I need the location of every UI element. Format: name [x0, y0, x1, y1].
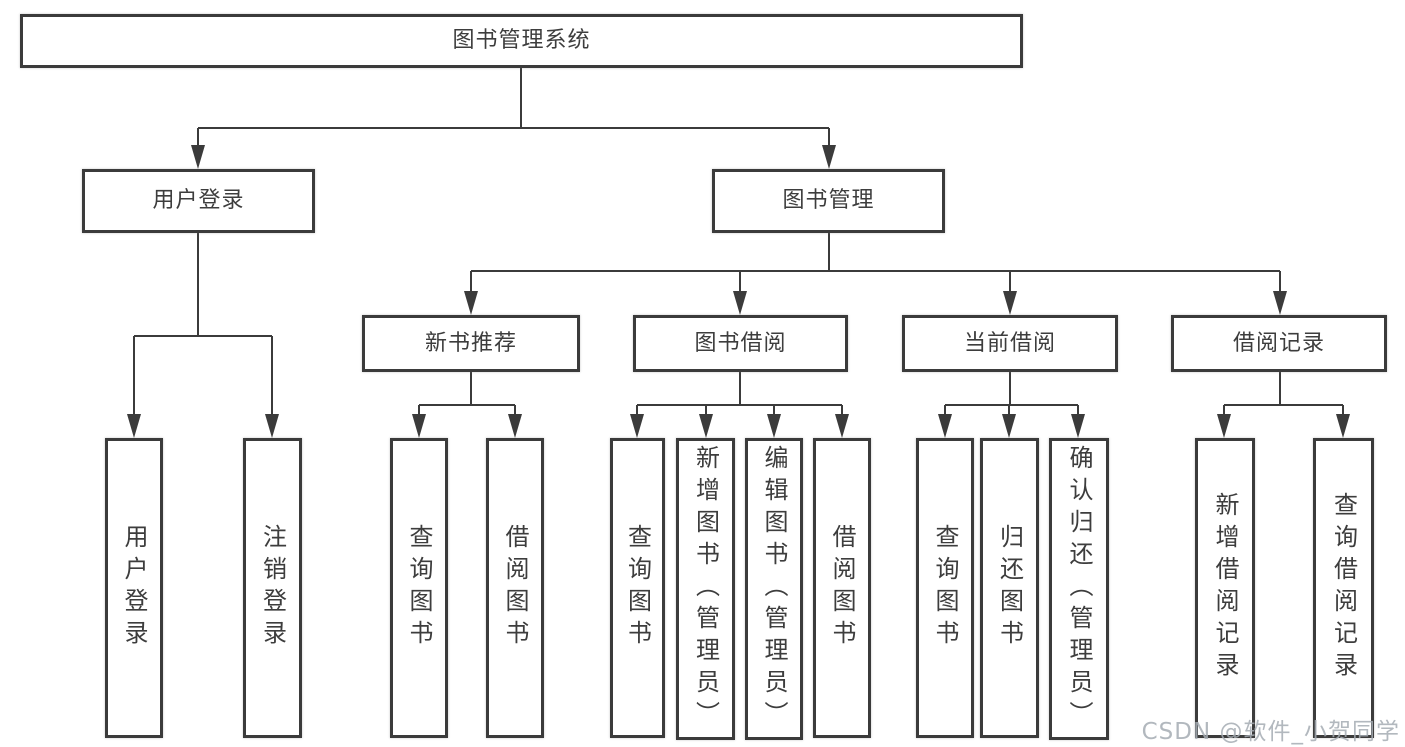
leaf-borrow-borrow-book-label: 借阅图书 [828, 524, 856, 652]
leaf-records-add-record-label: 新增借阅记录 [1211, 492, 1239, 684]
leaf-current-query-book: 查询图书 [916, 438, 974, 738]
leaf-recommend-query-book-label: 查询图书 [405, 524, 433, 652]
node-borrow-records: 借阅记录 [1171, 315, 1387, 372]
leaf-user-login: 用户登录 [105, 438, 163, 738]
leaf-borrow-query-book-label: 查询图书 [623, 524, 652, 652]
node-book-borrow-label: 图书借阅 [694, 330, 787, 356]
leaf-recommend-query-book: 查询图书 [390, 438, 448, 738]
leaf-borrow-add-book-admin-label: 新增图书（管理员） [691, 445, 720, 733]
node-root: 图书管理系统 [20, 14, 1023, 68]
node-current-borrow: 当前借阅 [902, 315, 1118, 372]
leaf-recommend-borrow-book: 借阅图书 [486, 438, 544, 738]
leaf-borrow-borrow-book: 借阅图书 [813, 438, 871, 738]
node-new-book-recommend-label: 新书推荐 [424, 330, 517, 356]
leaf-recommend-borrow-book-label: 借阅图书 [501, 524, 529, 652]
node-book-management: 图书管理 [712, 169, 945, 233]
leaf-borrow-edit-book-admin: 编辑图书（管理员） [745, 438, 803, 740]
leaf-current-return-book: 归还图书 [980, 438, 1039, 738]
leaf-borrow-add-book-admin: 新增图书（管理员） [676, 438, 735, 740]
leaf-records-query-record: 查询借阅记录 [1313, 438, 1374, 738]
arrowheads [127, 145, 1350, 438]
leaf-logout-label: 注销登录 [258, 524, 287, 652]
node-current-borrow-label: 当前借阅 [963, 330, 1056, 356]
leaf-user-login-label: 用户登录 [120, 524, 148, 652]
leaf-current-confirm-return-admin-label: 确认归还（管理员） [1065, 445, 1093, 733]
connector-paths [133, 68, 1344, 419]
node-borrow-records-label: 借阅记录 [1232, 330, 1325, 356]
node-user-login-label: 用户登录 [152, 188, 245, 213]
leaf-current-return-book-label: 归还图书 [995, 524, 1024, 652]
csdn-watermark: CSDN @软件_小贺同学 [1141, 719, 1400, 745]
leaf-borrow-query-book: 查询图书 [610, 438, 665, 738]
leaf-current-confirm-return-admin: 确认归还（管理员） [1049, 438, 1109, 740]
node-new-book-recommend: 新书推荐 [362, 315, 580, 372]
leaf-records-query-record-label: 查询借阅记录 [1329, 492, 1358, 684]
node-user-login: 用户登录 [82, 169, 315, 233]
node-root-label: 图书管理系统 [452, 28, 591, 53]
node-book-management-label: 图书管理 [782, 188, 875, 213]
node-book-borrow: 图书借阅 [633, 315, 848, 372]
leaf-logout: 注销登录 [243, 438, 302, 738]
leaf-borrow-edit-book-admin-label: 编辑图书（管理员） [760, 445, 788, 733]
leaf-current-query-book-label: 查询图书 [931, 524, 959, 652]
leaf-records-add-record: 新增借阅记录 [1195, 438, 1255, 738]
